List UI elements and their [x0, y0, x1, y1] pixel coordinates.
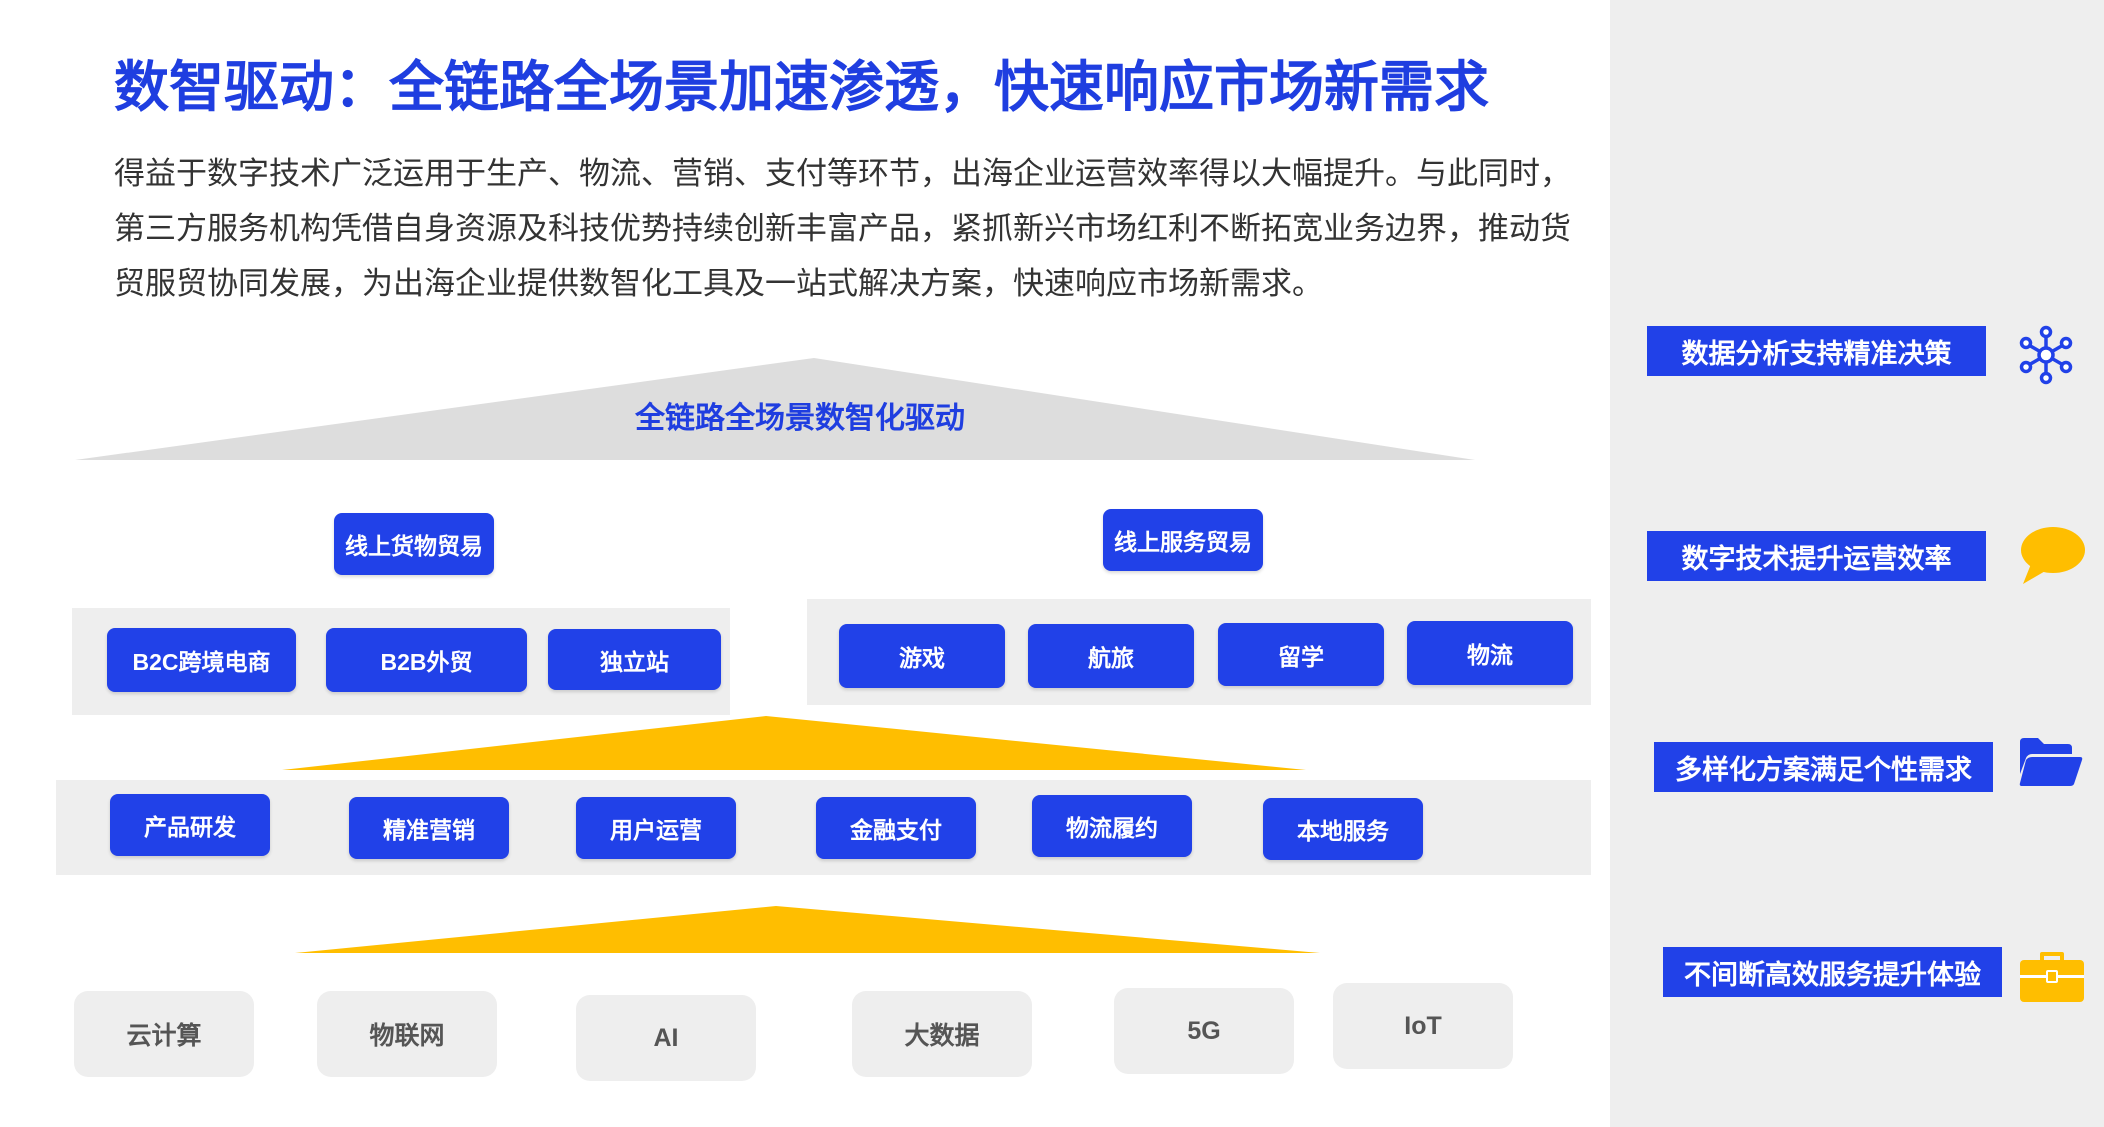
page-title: 数智驱动：全链路全场景加速渗透，快速响应市场新需求: [114, 56, 1490, 118]
tech-ai: AI: [576, 995, 756, 1081]
service-item-logistics: 物流: [1407, 621, 1573, 685]
feature-diversified-solutions: 多样化方案满足个性需求: [1654, 742, 1993, 792]
tech-cloud-computing: 云计算: [74, 991, 254, 1077]
goods-trade-label: 线上货物贸易: [334, 513, 494, 575]
feature-data-analysis: 数据分析支持精准决策: [1647, 326, 1986, 376]
service-logistics-fulfillment: 物流履约: [1032, 795, 1192, 857]
diagram-top-title: 全链路全场景数智化驱动: [635, 402, 965, 435]
service-item-study-abroad: 留学: [1218, 623, 1384, 686]
network-hub-icon: [2019, 325, 2073, 385]
intro-line: 第三方服务机构凭借自身资源及科技优势持续创新丰富产品，紧抓新兴市场红利不断拓宽业…: [114, 211, 1571, 246]
feature-uninterrupted-service: 不间断高效服务提升体验: [1663, 947, 2002, 997]
service-trade-label: 线上服务贸易: [1103, 509, 1263, 571]
speech-bubble-icon: [2021, 527, 2085, 584]
intro-line: 贸服贸协同发展，为出海企业提供数智化工具及一站式解决方案，快速响应市场新需求。: [114, 266, 1323, 301]
tech-iot-network: 物联网: [317, 991, 497, 1077]
service-product-rd: 产品研发: [110, 794, 270, 856]
service-financial-payment: 金融支付: [816, 797, 976, 859]
briefcase-icon: [2020, 952, 2084, 1002]
feature-digital-efficiency: 数字技术提升运营效率: [1647, 531, 1986, 581]
folder-icon: [2019, 738, 2083, 786]
upper-yellow-triangle: [282, 716, 1306, 770]
goods-item-b2b: B2B外贸: [326, 628, 527, 692]
tech-5g: 5G: [1114, 988, 1294, 1074]
intro-line: 得益于数字技术广泛运用于生产、物流、营销、支付等环节，出海企业运营效率得以大幅提…: [114, 156, 1571, 191]
tech-iot: IoT: [1333, 983, 1513, 1069]
service-local: 本地服务: [1263, 798, 1423, 860]
goods-item-b2c: B2C跨境电商: [107, 628, 296, 692]
service-precision-marketing: 精准营销: [349, 797, 509, 859]
lower-yellow-triangle: [295, 906, 1320, 953]
tech-big-data: 大数据: [852, 991, 1032, 1077]
service-user-operation: 用户运营: [576, 797, 736, 859]
intro-paragraph: 得益于数字技术广泛运用于生产、物流、营销、支付等环节，出海企业运营效率得以大幅提…: [114, 146, 1574, 311]
top-gray-triangle: [75, 358, 1475, 460]
goods-item-independent-site: 独立站: [548, 629, 721, 690]
diagram-shapes: [75, 358, 1475, 953]
service-item-game: 游戏: [839, 624, 1005, 688]
service-item-travel: 航旅: [1028, 624, 1194, 688]
